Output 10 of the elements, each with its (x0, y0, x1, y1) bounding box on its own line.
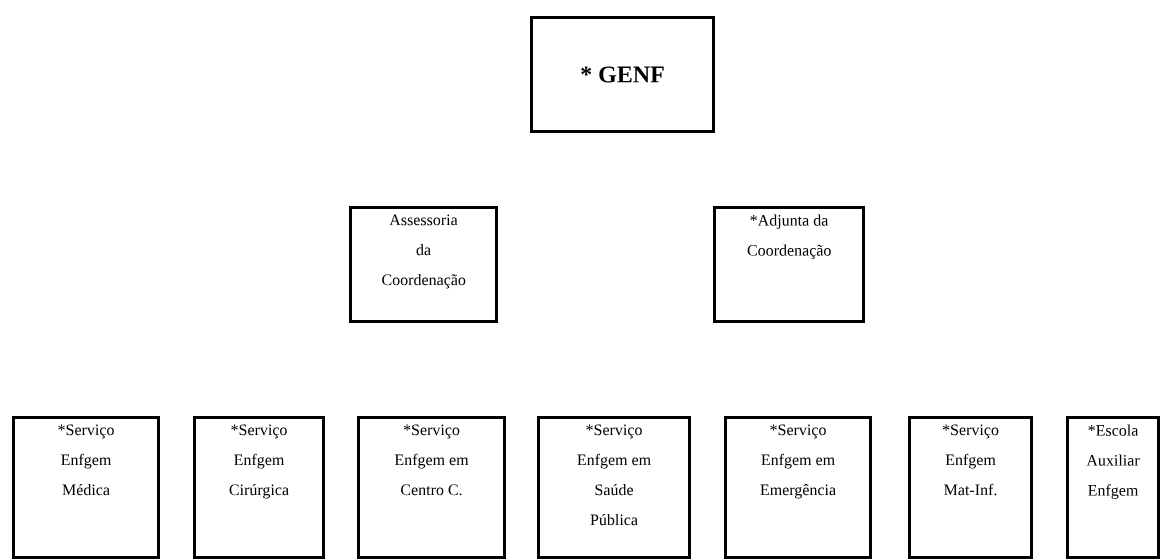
org-box: *Serviço Enfgem Mat-Inf. (908, 416, 1033, 559)
org-box: *Serviço Enfgem em Emergência (724, 416, 872, 559)
org-box: *Serviço Enfgem em Saúde Pública (537, 416, 691, 559)
org-box: *Serviço Enfgem em Centro C. (357, 416, 506, 559)
org-box: *Serviço Enfgem Cirúrgica (193, 416, 325, 559)
org-box: *Adjunta da Coordenação (713, 206, 865, 323)
org-box: *Serviço Enfgem Médica (12, 416, 160, 559)
org-box: Assessoria da Coordenação (349, 206, 498, 323)
org-box: *Escola Auxiliar Enfgem (1066, 416, 1160, 559)
org-box: * GENF (530, 16, 715, 133)
